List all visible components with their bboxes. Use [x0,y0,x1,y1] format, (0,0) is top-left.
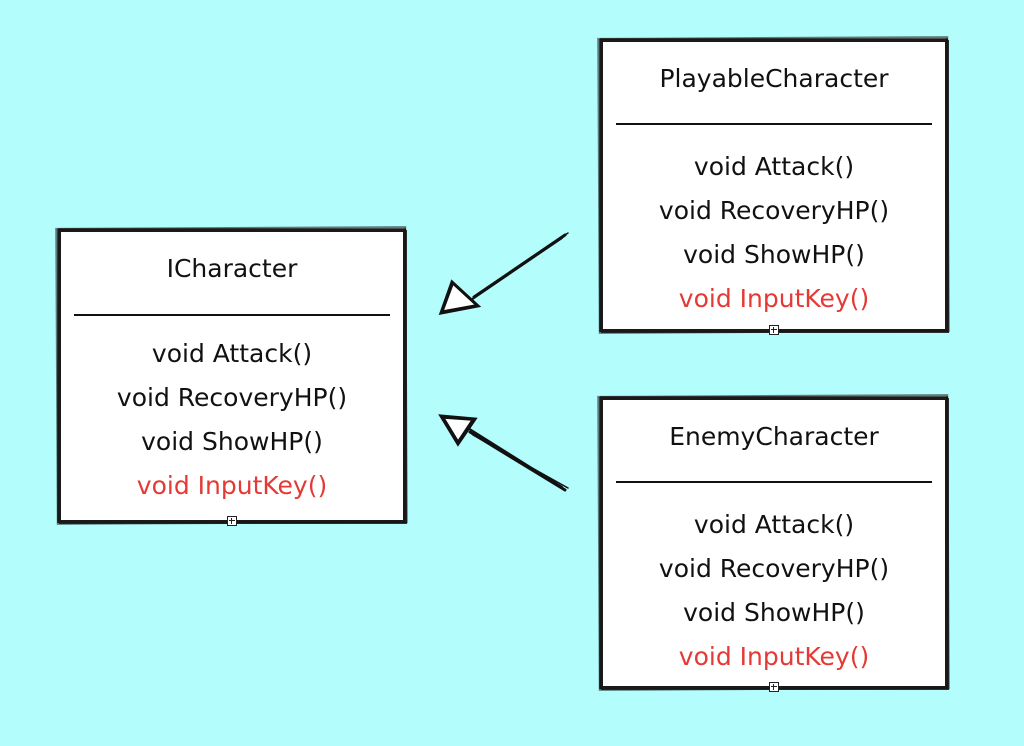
method-item: void Attack() [693,152,855,181]
method-item: void RecoveryHP() [658,554,890,583]
method-list: void Attack() void RecoveryHP() void Sho… [61,332,403,508]
expand-handle-icon[interactable] [769,325,779,335]
class-divider [74,314,390,316]
class-title: PlayableCharacter [659,64,889,93]
expand-handle-icon[interactable] [227,516,237,526]
expand-handle-icon[interactable] [769,682,779,692]
inheritance-arrowhead [438,414,478,447]
class-box-enemycharacter[interactable]: EnemyCharacter void Attack() void Recove… [600,397,948,692]
class-title: ICharacter [166,254,298,283]
method-item: void Attack() [693,510,855,539]
method-list: void Attack() void RecoveryHP() void Sho… [603,503,945,679]
class-divider [616,123,932,125]
method-item: void RecoveryHP() [658,196,890,225]
class-divider [616,481,932,483]
method-item-highlighted: void InputKey() [136,471,328,500]
method-item: void RecoveryHP() [116,383,348,412]
class-box-playablecharacter[interactable]: PlayableCharacter void Attack() void Rec… [600,39,948,335]
method-item: void ShowHP() [683,598,865,627]
method-item: void ShowHP() [683,240,865,269]
arrow-enemy-to-icharacter [438,414,569,492]
inheritance-arrowhead [438,279,482,315]
arrow-playable-to-icharacter [438,232,569,315]
method-item: void Attack() [151,339,313,368]
method-item-highlighted: void InputKey() [678,642,870,671]
method-item-highlighted: void InputKey() [678,284,870,313]
class-box-icharacter[interactable]: ICharacter void Attack() void RecoveryHP… [58,229,406,526]
method-item: void ShowHP() [141,427,323,456]
method-list: void Attack() void RecoveryHP() void Sho… [603,145,945,321]
class-title: EnemyCharacter [669,422,879,451]
